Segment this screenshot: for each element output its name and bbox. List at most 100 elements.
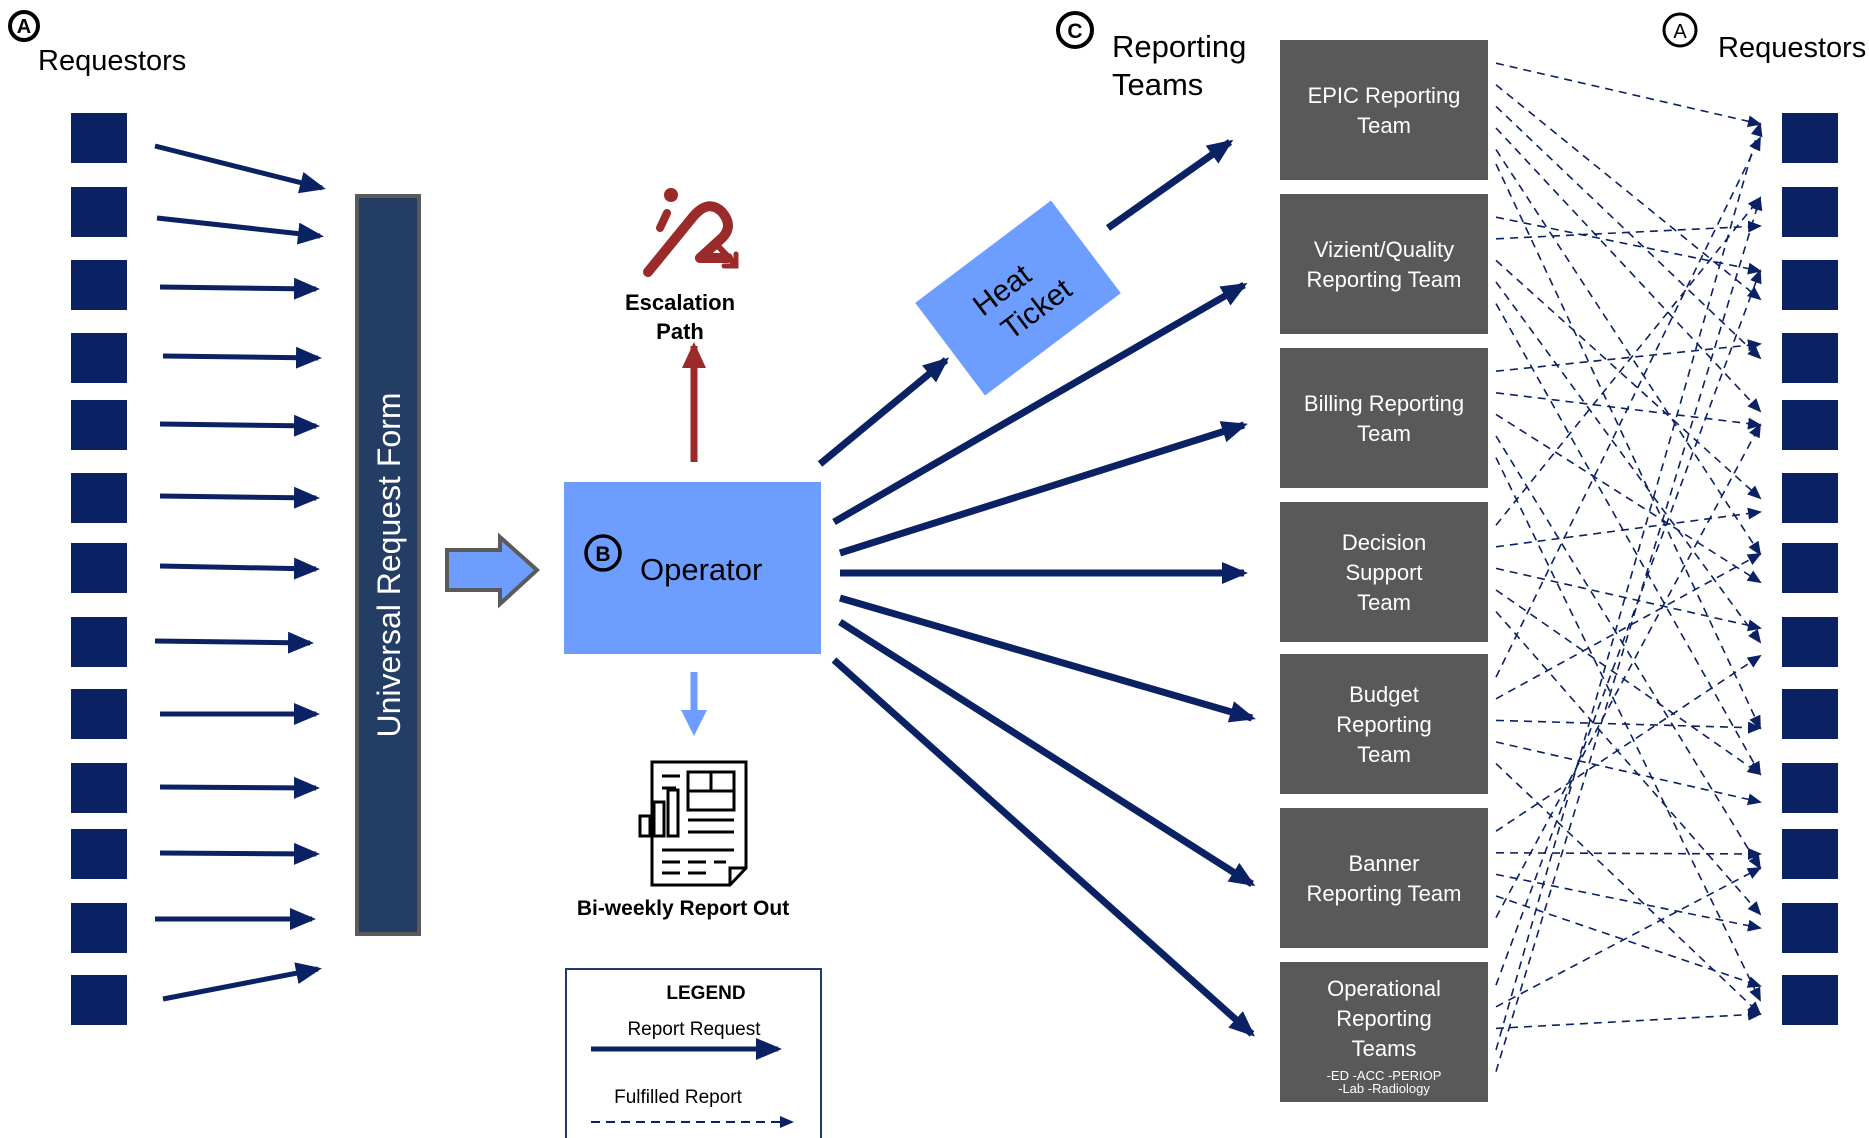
team-label: Team xyxy=(1357,113,1411,138)
fulfilled-report-line xyxy=(1495,84,1762,301)
right-requestor-square xyxy=(1782,763,1838,813)
team-label: Vizient/Quality xyxy=(1314,237,1454,262)
universal-request-form-label: Universal Request Form xyxy=(371,393,407,738)
left-requestor-square xyxy=(71,829,127,879)
fulfilled-report-line xyxy=(1495,611,1762,916)
reporting-teams-heading-line2: Teams xyxy=(1112,67,1203,102)
fulfilled-report-line xyxy=(1495,873,1762,932)
requestors-right-heading: Requestors xyxy=(1718,32,1866,64)
fulfilled-report-line xyxy=(1495,867,1762,1008)
right-requestor-square xyxy=(1782,187,1838,237)
team-label: Team xyxy=(1357,421,1411,446)
left-requestor-square xyxy=(71,975,127,1025)
team-label: Budget xyxy=(1349,682,1419,707)
team-label: EPIC Reporting xyxy=(1308,83,1461,108)
request-route-arrow xyxy=(817,357,950,467)
right-requestor-square xyxy=(1782,975,1838,1025)
fulfilled-report-lines xyxy=(1495,62,1763,1072)
marker-c: C xyxy=(1056,11,1094,49)
left-request-arrow xyxy=(159,414,320,437)
legend-fulfilled-label: Fulfilled Report xyxy=(614,1087,742,1108)
left-requestors xyxy=(71,113,127,1025)
team-sublabel: -ED -ACC -PERIOP xyxy=(1327,1068,1442,1083)
team-label: Reporting Team xyxy=(1307,881,1462,906)
fulfilled-report-line xyxy=(1495,847,1762,860)
team-label: Reporting xyxy=(1336,1006,1431,1031)
request-route-arrow xyxy=(839,594,1256,723)
fulfilled-report-line xyxy=(1495,507,1762,548)
right-requestor-square xyxy=(1782,113,1838,163)
right-requestor-square xyxy=(1782,400,1838,450)
team-label: Reporting xyxy=(1336,712,1431,737)
right-requestor-square xyxy=(1782,617,1838,667)
fulfilled-report-line xyxy=(1495,589,1762,776)
team-label: Operational xyxy=(1327,976,1441,1001)
fulfilled-report-line xyxy=(1495,127,1762,413)
fulfilled-report-line xyxy=(1495,413,1762,584)
fulfilled-report-line xyxy=(1495,654,1762,832)
reporting-teams: EPIC ReportingTeamVizient/QualityReporti… xyxy=(1280,40,1488,1102)
operator-label: Operator xyxy=(640,552,762,587)
left-request-arrow xyxy=(154,631,314,654)
left-request-arrow xyxy=(159,842,320,865)
left-request-arrow xyxy=(162,962,322,1002)
right-requestor-square xyxy=(1782,543,1838,593)
marker-a-right-label: A xyxy=(1673,21,1687,43)
team-label: Support xyxy=(1345,560,1422,585)
universal-request-form: Universal Request Form xyxy=(355,194,421,936)
marker-a-left-label: A xyxy=(17,16,31,38)
left-requestor-square xyxy=(71,187,127,237)
team-label: Banner xyxy=(1349,851,1420,876)
left-requestor-square xyxy=(71,689,127,739)
team-label: Team xyxy=(1357,742,1411,767)
left-requestor-square xyxy=(71,473,127,523)
right-requestor-square xyxy=(1782,903,1838,953)
fulfilled-report-line xyxy=(1495,895,1762,988)
left-requestor-square xyxy=(71,617,127,667)
fulfilled-report-line xyxy=(1495,196,1762,526)
fulfilled-report-line xyxy=(1495,216,1762,275)
left-request-arrow xyxy=(154,143,326,194)
right-requestor-square xyxy=(1782,829,1838,879)
left-request-arrow xyxy=(159,277,320,300)
team-label: Decision xyxy=(1342,530,1426,555)
fulfilled-report-line xyxy=(1495,122,1763,1051)
request-route-arrow xyxy=(832,281,1248,526)
form-to-operator-arrow xyxy=(445,532,540,609)
left-request-arrow xyxy=(156,215,324,245)
left-requestor-square xyxy=(71,333,127,383)
fulfilled-report-line xyxy=(1495,136,1761,678)
request-route-arrow xyxy=(838,421,1248,557)
marker-b-label: B xyxy=(595,543,610,566)
team-label: Billing Reporting xyxy=(1304,391,1464,416)
request-route-arrow xyxy=(1105,139,1234,231)
team-label: Reporting Team xyxy=(1307,267,1462,292)
right-requestor-square xyxy=(1782,260,1838,310)
fulfilled-report-line xyxy=(1495,423,1761,918)
left-requestor-square xyxy=(71,400,127,450)
fulfilled-report-line xyxy=(1495,763,1762,1016)
heat-ticket: Heat Ticket xyxy=(915,200,1121,396)
team-sublabel: -Lab -Radiology xyxy=(1338,1081,1430,1096)
fulfilled-report-line xyxy=(1495,719,1762,734)
marker-b xyxy=(584,534,622,572)
left-request-arrow xyxy=(162,346,322,369)
fulfilled-report-line xyxy=(1495,220,1762,240)
escalation-label-line2: Path xyxy=(656,319,704,344)
fulfilled-report-line xyxy=(1495,163,1761,730)
escalation-icon xyxy=(643,188,739,277)
operator-box: B Operator xyxy=(564,482,821,654)
right-requestors xyxy=(1782,113,1838,1025)
fulfilled-report-line xyxy=(1495,259,1762,500)
fulfilled-report-line xyxy=(1495,457,1761,1002)
left-requestor-square xyxy=(71,113,127,163)
left-requestor-square xyxy=(71,903,127,953)
fulfilled-report-line xyxy=(1495,196,1763,1072)
fulfilled-report-line xyxy=(1495,741,1762,806)
